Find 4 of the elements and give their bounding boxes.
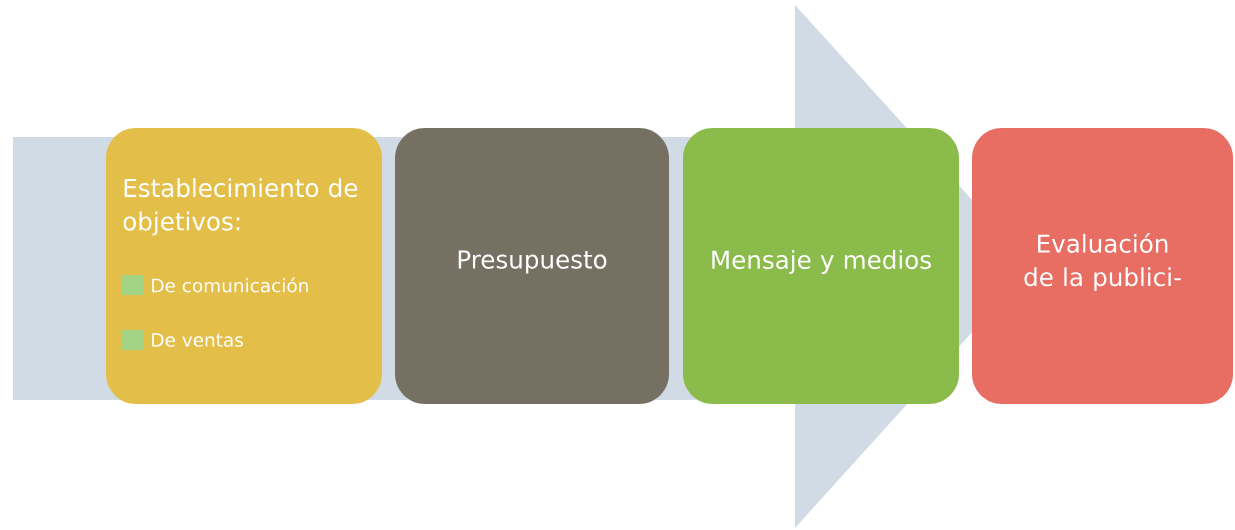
process-box: Establecimiento de objetivos: De comunicación De ventas xyxy=(106,128,382,404)
process-box: Mensaje y medios xyxy=(683,128,959,404)
process-box: Presupuesto xyxy=(395,128,669,404)
process-box: Evaluación de la publici- xyxy=(972,128,1233,404)
